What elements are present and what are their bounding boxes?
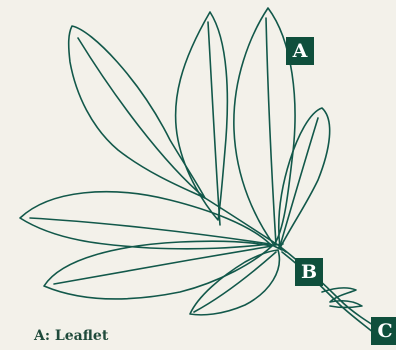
label-c: C: [371, 317, 396, 345]
stipule: [322, 288, 362, 308]
midrib-narrow-upper: [208, 22, 220, 225]
leaflet-lower-left: [44, 241, 272, 299]
midrib-tallest: [266, 18, 276, 245]
legend-caption-a: A: Leaflet: [34, 328, 108, 344]
label-a: A: [286, 37, 314, 65]
midrib-lower-right: [194, 252, 276, 312]
label-b: B: [295, 258, 323, 286]
leaflet-upper-left: [69, 26, 205, 198]
